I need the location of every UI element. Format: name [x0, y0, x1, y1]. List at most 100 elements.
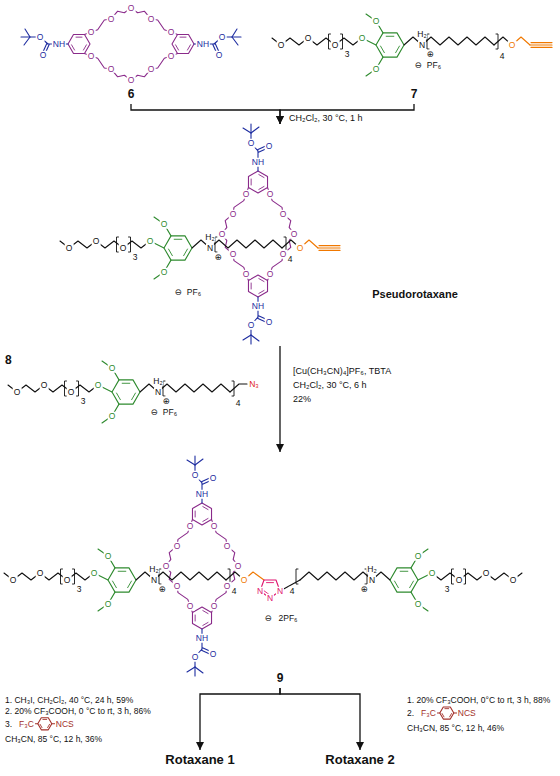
reaction-condition: NCS — [457, 709, 477, 718]
bond — [400, 571, 408, 572]
atom-label: O — [162, 562, 171, 571]
atom-label: O — [242, 270, 251, 279]
reaction-condition: 3. — [4, 720, 13, 729]
reaction-condition: [Cu(CH₃CN)₄]PF₆, TBTA — [292, 366, 392, 376]
bond — [73, 569, 75, 584]
bond — [230, 384, 247, 392]
compound: 6 — [0, 0, 262, 104]
atom-label: O — [63, 576, 72, 585]
atom-label: O — [372, 65, 381, 74]
reaction-condition: 2. 20% CF₃COOH, 0 °C to rt, 3 h, 86% — [4, 707, 156, 717]
bond — [102, 404, 119, 423]
bond — [122, 383, 130, 384]
bond — [381, 46, 385, 53]
bond — [8, 385, 98, 392]
atom-label: O — [265, 318, 274, 327]
bond — [318, 247, 340, 248]
bond — [440, 707, 454, 719]
bond — [251, 179, 252, 185]
atom-label: O — [279, 210, 288, 219]
bond — [192, 607, 211, 629]
bond — [154, 572, 226, 580]
atom-label: O — [160, 220, 169, 229]
atom-label: NH — [251, 158, 265, 167]
bond — [210, 240, 282, 248]
bond — [43, 719, 47, 720]
atom-label: 4 — [499, 52, 506, 61]
bond — [128, 581, 132, 588]
atom-label: O — [209, 650, 218, 659]
atom-label: O — [372, 17, 381, 26]
bond — [531, 47, 552, 48]
reaction-condition: 2. — [406, 709, 415, 718]
atom-label: O — [107, 15, 116, 24]
atom-label: 4 — [287, 255, 294, 264]
reaction-arrow — [280, 104, 414, 124]
bond — [267, 582, 274, 583]
bond — [194, 667, 195, 676]
atom-label: H₂ — [366, 565, 377, 574]
atom-label: O — [191, 653, 200, 662]
bond — [187, 45, 190, 50]
atom-label: O — [94, 381, 103, 390]
atom-label: ⊕ — [213, 253, 222, 262]
atom-label: O — [87, 52, 96, 61]
atom-label: NH — [52, 40, 66, 49]
atom-label: O — [90, 569, 99, 578]
atom-label: O — [186, 602, 195, 611]
bond — [445, 708, 449, 709]
atom-label: O — [147, 15, 156, 24]
atom-label: O — [186, 522, 195, 531]
atom-label: O — [146, 237, 155, 246]
atom-label: O — [265, 142, 274, 151]
bond — [300, 572, 372, 580]
compound-label: Rotaxane 2 — [324, 752, 395, 765]
atom-label: PF₆ — [186, 288, 202, 297]
reaction-condition: CH₂Cl₂, 30 °C, 1 h — [288, 113, 364, 123]
atom-label: O — [277, 41, 286, 50]
bond — [40, 724, 42, 727]
atom-label: PF₆ — [426, 61, 442, 70]
bond — [366, 14, 383, 33]
atom-label: NH — [196, 40, 210, 49]
bond — [154, 260, 171, 279]
atom-label: N — [418, 41, 426, 50]
atom-label: O — [218, 33, 227, 42]
bond — [83, 45, 86, 50]
reaction-condition: F₃C — [18, 720, 35, 729]
atom-label: 2PF₆ — [277, 614, 298, 623]
atom-label: O — [13, 388, 22, 397]
atom-label: O — [247, 321, 256, 330]
compound: Rotaxane 1 — [160, 750, 239, 767]
atom-label: PF₆ — [162, 408, 178, 417]
bond — [411, 592, 428, 611]
atom-label: O — [358, 34, 367, 43]
bond — [72, 45, 75, 50]
bond — [192, 503, 211, 525]
bond — [395, 581, 399, 588]
bond — [48, 724, 50, 727]
bond — [530, 44, 552, 45]
compound: 7 — [268, 0, 560, 104]
bond — [203, 507, 208, 510]
atom-label: O — [127, 4, 136, 13]
bond — [248, 275, 267, 297]
atom-label: O — [173, 582, 182, 591]
atom-label: O — [290, 230, 299, 239]
bond — [77, 381, 79, 396]
atom-label: ⊕ — [359, 585, 368, 594]
compound-label: 8 — [4, 354, 13, 366]
bond — [531, 42, 552, 43]
bond — [169, 249, 173, 256]
bond — [76, 37, 82, 38]
atom-label: O — [215, 51, 224, 60]
bond — [422, 37, 494, 45]
reaction-condition: F₃C — [420, 709, 437, 718]
bond — [60, 241, 150, 248]
atom-label: H₂ — [152, 377, 163, 386]
bond — [259, 175, 264, 178]
atom-label: ⊖ — [173, 288, 182, 297]
atom-label: O — [210, 602, 219, 611]
atom-label: 4 — [231, 587, 238, 596]
